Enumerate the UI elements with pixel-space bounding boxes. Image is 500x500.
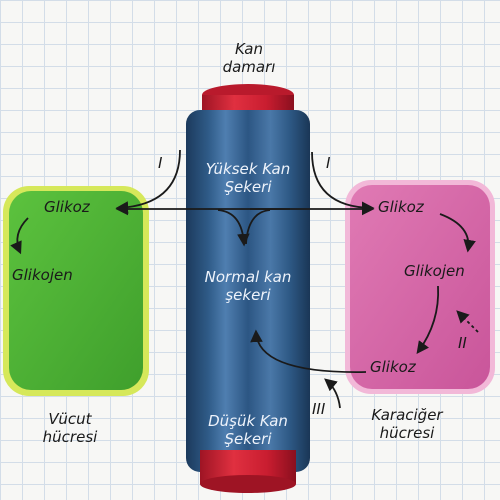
marker-I-right: I	[326, 154, 331, 172]
arrow-liver-glucose-glycogen	[439, 213, 476, 253]
arrow-II	[456, 310, 479, 333]
arrow-liver-glycogen-glucose	[416, 285, 440, 355]
normal-blood-sugar-label: Normal kan şekeri	[190, 268, 306, 304]
low-blood-sugar-line2: Şekeri	[224, 430, 272, 448]
arrow-III	[324, 378, 341, 409]
vessel-title: Kan damarı	[214, 40, 284, 76]
liver-cell	[345, 180, 495, 394]
vessel-title-line1: Kan	[234, 40, 263, 58]
liver-glycogen-label: Glikojen	[404, 262, 465, 280]
normal-blood-sugar-line2: şekeri	[225, 286, 271, 304]
liver-cell-caption-line2: hücresi	[379, 424, 435, 442]
high-blood-sugar-line2: Şekeri	[224, 178, 272, 196]
arrow-liver-to-normal	[250, 329, 367, 373]
blood-vessel	[186, 84, 310, 493]
high-blood-sugar-line1: Yüksek Kan	[205, 160, 291, 178]
liver-cell-caption: Karaciğer hücresi	[352, 406, 462, 442]
body-cell-caption: Vücut hücresi	[30, 410, 110, 446]
arrow-to-normal-right	[245, 209, 271, 245]
arrow-I-right	[311, 151, 375, 215]
arrows	[10, 149, 479, 409]
body-cell	[3, 186, 149, 396]
low-blood-sugar-label: Düşük Kan Şekeri	[190, 412, 306, 448]
arrow-I-left	[115, 149, 181, 214]
body-glucose-label: Glikoz	[44, 198, 90, 216]
marker-II: II	[458, 334, 467, 352]
high-blood-sugar-label: Yüksek Kan Şekeri	[190, 160, 306, 196]
normal-blood-sugar-line1: Normal kan	[204, 268, 292, 286]
body-glycogen-label: Glikojen	[12, 266, 73, 284]
marker-III: III	[312, 400, 326, 418]
arrow-to-normal-left	[217, 209, 250, 247]
liver-cell-caption-line1: Karaciğer	[371, 406, 443, 424]
vessel-title-line2: damarı	[222, 58, 276, 76]
liver-glucose-top-label: Glikoz	[378, 198, 424, 216]
liver-glucose-bottom-label: Glikoz	[370, 358, 416, 376]
arrow-body-glucose-glycogen	[10, 217, 29, 255]
body-cell-caption-line1: Vücut	[48, 410, 92, 428]
low-blood-sugar-line1: Düşük Kan	[208, 412, 288, 430]
marker-I-left: I	[158, 154, 163, 172]
body-cell-caption-line2: hücresi	[42, 428, 98, 446]
